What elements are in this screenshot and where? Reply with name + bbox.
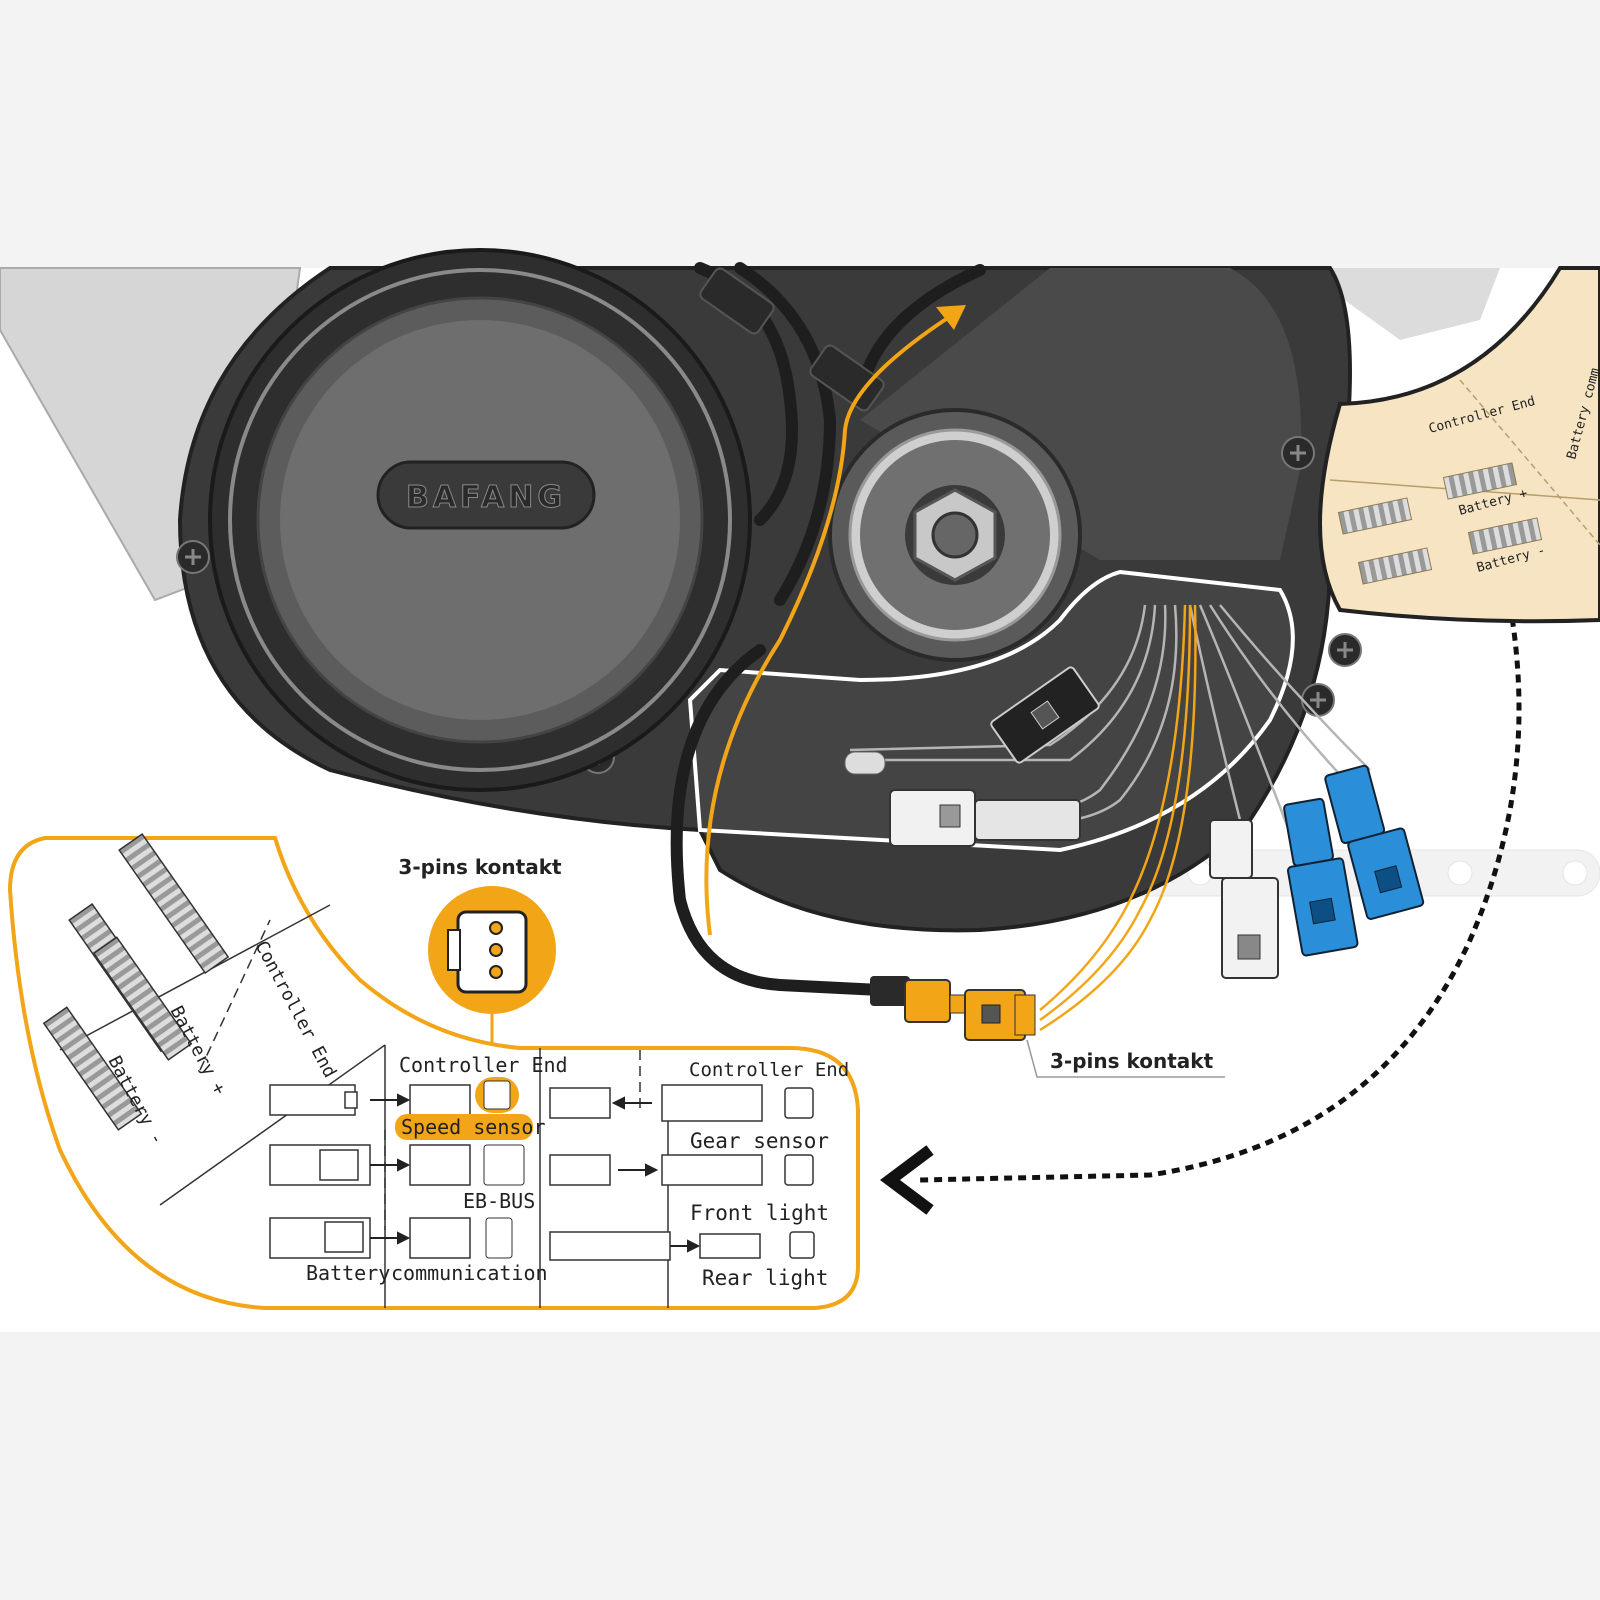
left-table-header: Controller End xyxy=(399,1053,568,1077)
rear-light-label: Rear light xyxy=(702,1266,828,1290)
motor-cover: BAFANG xyxy=(208,248,752,792)
dotted-arrow xyxy=(919,604,1522,1183)
bay-connector-white xyxy=(889,789,1081,847)
front-light-label: Front light xyxy=(690,1201,829,1225)
cable-clip xyxy=(809,344,885,412)
speed-sensor-label-bg xyxy=(395,1114,533,1140)
chevron-left-icon xyxy=(880,1145,934,1215)
gear-sensor-label: Gear sensor xyxy=(690,1129,829,1153)
screw-icon xyxy=(1301,683,1335,717)
orange-wires xyxy=(1039,604,1197,1032)
arrow-icon xyxy=(370,1093,411,1245)
eb-bus-label: EB-BUS xyxy=(463,1189,535,1213)
crank-bracket xyxy=(828,408,1082,662)
screw-icon xyxy=(176,540,210,574)
connector-blue-1 xyxy=(1283,797,1359,957)
screw-icon xyxy=(1281,436,1315,470)
cable-sleeve xyxy=(844,751,886,775)
brand-logo: BAFANG xyxy=(406,480,566,515)
right-table-connectors xyxy=(549,1084,815,1261)
callout-side-label: 3-pins kontakt xyxy=(1050,1049,1214,1073)
inset-panel: Controller End Battery + Battery - Batte… xyxy=(1318,266,1600,624)
callout-top: 3-pins kontakt xyxy=(398,855,562,1085)
arrow-icon xyxy=(611,1096,701,1253)
battery-label: Battery xyxy=(306,1261,390,1285)
callout-side: 3-pins kontakt xyxy=(1026,1039,1225,1078)
legend-panel: Controller End Battery + Battery - Contr… xyxy=(7,833,860,1310)
communication-label: communication xyxy=(391,1261,548,1285)
right-table-header: Controller End xyxy=(689,1059,849,1081)
brand-badge xyxy=(376,460,596,530)
left-table-connectors xyxy=(269,1084,471,1259)
screw-icon xyxy=(1328,633,1362,667)
bay-connector-black xyxy=(990,666,1100,764)
callout-top-label: 3-pins kontakt xyxy=(398,855,562,879)
arrow-head-icon xyxy=(936,305,966,330)
connector-blue-2 xyxy=(1324,764,1425,920)
connector-white-hanging xyxy=(1209,819,1279,979)
cable-clip xyxy=(699,267,775,335)
cable-route-arrow xyxy=(704,308,962,936)
speed-sensor-connector xyxy=(870,976,1036,1041)
speed-sensor-label: Speed sensor xyxy=(401,1115,546,1139)
